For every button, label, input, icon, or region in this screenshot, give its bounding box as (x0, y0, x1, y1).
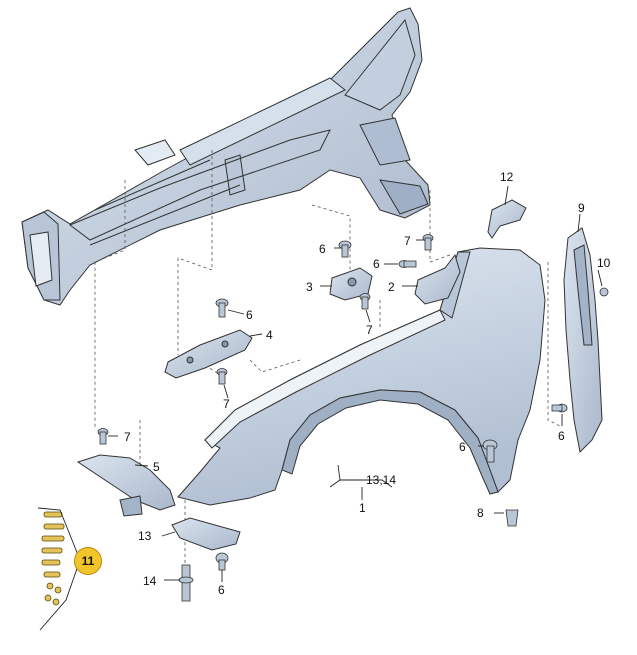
callout-13-14: 13,14 (366, 473, 397, 487)
callout-13: 13 (138, 529, 152, 543)
bolt-7c (216, 368, 228, 385)
bracket-5 (76, 454, 176, 517)
callout-3: 3 (306, 280, 313, 294)
bracket-12 (487, 199, 527, 239)
callout-11-highlight: 11 (74, 547, 102, 575)
callout-6-liner: 6 (558, 429, 565, 443)
callout-6-right: 6 (459, 440, 466, 454)
callout-6-top: 6 (319, 242, 326, 256)
bolt-6b (398, 260, 417, 268)
callout-6-mid: 6 (373, 257, 380, 271)
bracket-2 (414, 253, 461, 305)
hardware-kit-11 (41, 511, 65, 606)
callout-10: 10 (597, 256, 611, 270)
bolt-6a (338, 240, 352, 258)
callout-7-mid: 7 (366, 323, 373, 337)
bolt-6f (215, 552, 229, 571)
bolt-6d (482, 439, 498, 463)
bolt-7d (97, 428, 109, 445)
callout-1: 1 (359, 501, 366, 515)
stud-14 (178, 564, 194, 602)
callout-2: 2 (388, 280, 395, 294)
wheel-arch-liner (563, 227, 603, 454)
bracket-13 (171, 517, 241, 551)
callout-6-left: 6 (246, 308, 253, 322)
clip-10 (599, 287, 609, 297)
clip-8 (505, 509, 519, 527)
callout-7-left: 7 (223, 397, 230, 411)
fasteners (97, 234, 609, 602)
bolt-6c (215, 298, 229, 318)
callout-8: 8 (477, 506, 484, 520)
bolt-6e (551, 403, 568, 413)
fender-panel (177, 247, 546, 506)
callout-9: 9 (578, 201, 585, 215)
bolt-7a (422, 234, 434, 251)
leader-lines-solid (37, 185, 603, 631)
callout-4: 4 (266, 328, 273, 342)
callout-5: 5 (153, 460, 160, 474)
callout-7-bottom: 7 (124, 430, 131, 444)
leader-lines-dashed (94, 150, 561, 570)
bracket-4 (164, 329, 253, 379)
callout-7-top: 7 (404, 234, 411, 248)
body-frame (21, 7, 431, 306)
callout-6-bottom: 6 (218, 583, 225, 597)
callout-14: 14 (143, 574, 157, 588)
bolt-7b (359, 293, 371, 310)
callout-12: 12 (500, 170, 514, 184)
